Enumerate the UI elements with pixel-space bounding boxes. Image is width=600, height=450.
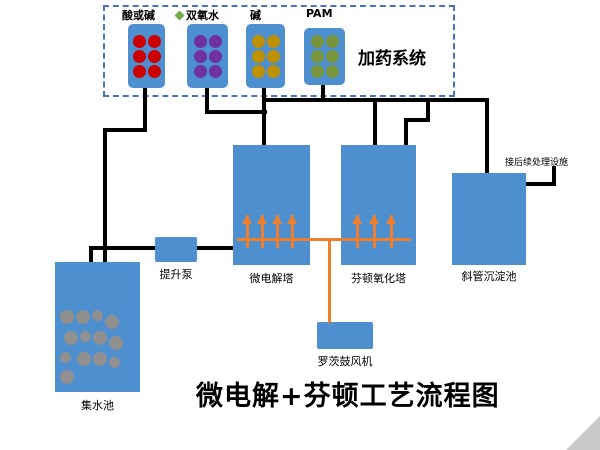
pipe-sediment-out [524, 182, 556, 186]
sludge-dot [77, 352, 91, 366]
label-outlet-note: 接后续处理设施 [505, 158, 569, 168]
h2o2-bullet-icon [174, 10, 185, 21]
chemical-dot [266, 34, 280, 48]
chemical-dot [325, 65, 339, 78]
page-title: 微电解+芬顿工艺流程图 [196, 381, 500, 412]
pipe-h2o2-down [205, 86, 209, 114]
chemical-dot [208, 34, 222, 48]
sludge-dot [109, 336, 123, 350]
roots-blower [317, 322, 373, 349]
pipe-fenton-out-join [426, 98, 430, 122]
chemical-dot [208, 49, 222, 63]
label-h2o2: 双氧水 [174, 7, 219, 23]
corner-decoration [566, 416, 600, 450]
chemical-dot [251, 49, 265, 63]
pipe-pam-down [321, 84, 325, 102]
pipe-manifold-to-sediment [485, 98, 489, 180]
sludge-particles [60, 310, 135, 384]
dosing-tank-acid [128, 24, 165, 88]
sludge-dot [60, 310, 74, 324]
label-collection-pool: 集水池 [81, 399, 114, 412]
chemical-dot [325, 50, 339, 63]
chemical-dot [266, 64, 280, 78]
chemical-dot [251, 64, 265, 78]
chemical-dot [132, 49, 146, 63]
aeration-arrow-icon [386, 196, 396, 248]
sludge-dot [60, 352, 71, 363]
chemical-dot [208, 64, 222, 78]
sludge-dot [80, 331, 91, 342]
label-alkali: 碱 [250, 9, 261, 22]
pipe-acid-down [143, 86, 147, 132]
fenton-oxidation-tower [341, 145, 416, 265]
chemical-dot [193, 34, 207, 48]
aeration-arrow-icon [287, 196, 297, 248]
pipe-alkali-to-micro [262, 86, 266, 147]
label-lift-pump: 提升泵 [159, 268, 193, 281]
aeration-arrow-icon [369, 196, 379, 248]
label-blower: 罗茨鼓风机 [317, 355, 373, 368]
aeration-arrow-icon [352, 196, 362, 248]
label-micro-tower: 微电解塔 [249, 272, 294, 285]
sludge-dot [93, 352, 107, 366]
blower-feed-line [328, 238, 331, 323]
label-pam: PAM [306, 7, 333, 20]
chemical-dot [147, 64, 161, 78]
collection-pool [55, 262, 140, 392]
label-sediment-pool: 斜管沉淀池 [461, 270, 517, 283]
sludge-dot [60, 370, 74, 384]
dosing-tank-h2o2 [187, 24, 228, 88]
label-fenton-tower: 芬顿氧化塔 [351, 272, 406, 285]
chemical-dot [193, 49, 207, 63]
label-dosing-system: 加药系统 [358, 49, 426, 69]
chemical-dot [132, 34, 146, 48]
aeration-arrow-icon [257, 196, 267, 248]
dosing-tank-pam [304, 28, 345, 85]
chemical-dot [251, 34, 265, 48]
dosing-system-boundary [103, 5, 455, 97]
chemical-dot [325, 35, 339, 48]
pipe-fenton-out-right [404, 118, 430, 122]
dosing-tank-alkali [246, 24, 285, 88]
aeration-arrow-icon [242, 196, 252, 248]
chemical-dot [310, 50, 324, 63]
pipe-pool-to-pump [89, 246, 159, 250]
pipe-manifold-to-fenton [373, 98, 377, 147]
sludge-dot [105, 315, 119, 329]
pipe-outlet-up [552, 166, 556, 186]
pipe-pool-up [89, 246, 93, 270]
chemical-dot [132, 64, 146, 78]
sludge-dot [64, 331, 78, 345]
pipe-acid-to-pool [103, 128, 107, 306]
chemical-dot [147, 49, 161, 63]
label-acid-alkali: 酸或碱 [122, 9, 155, 22]
lift-pump [155, 237, 197, 262]
sludge-dot [109, 357, 120, 368]
chemical-dot [310, 35, 324, 48]
sludge-dot [76, 310, 90, 324]
chemical-dot [266, 49, 280, 63]
chemical-dot [193, 64, 207, 78]
aeration-header-line [237, 238, 411, 241]
sludge-dot [93, 331, 107, 345]
pipe-fenton-out-up [404, 118, 408, 147]
chemical-dot [310, 65, 324, 78]
pipe-pump-to-tower [195, 246, 237, 250]
pipe-h2o2-right [205, 110, 267, 114]
aeration-arrow-icon [272, 196, 282, 248]
chemical-dot [147, 34, 161, 48]
pipe-acid-left [103, 128, 147, 132]
inclined-tube-sediment-pool [452, 173, 526, 265]
sludge-dot [92, 310, 103, 321]
